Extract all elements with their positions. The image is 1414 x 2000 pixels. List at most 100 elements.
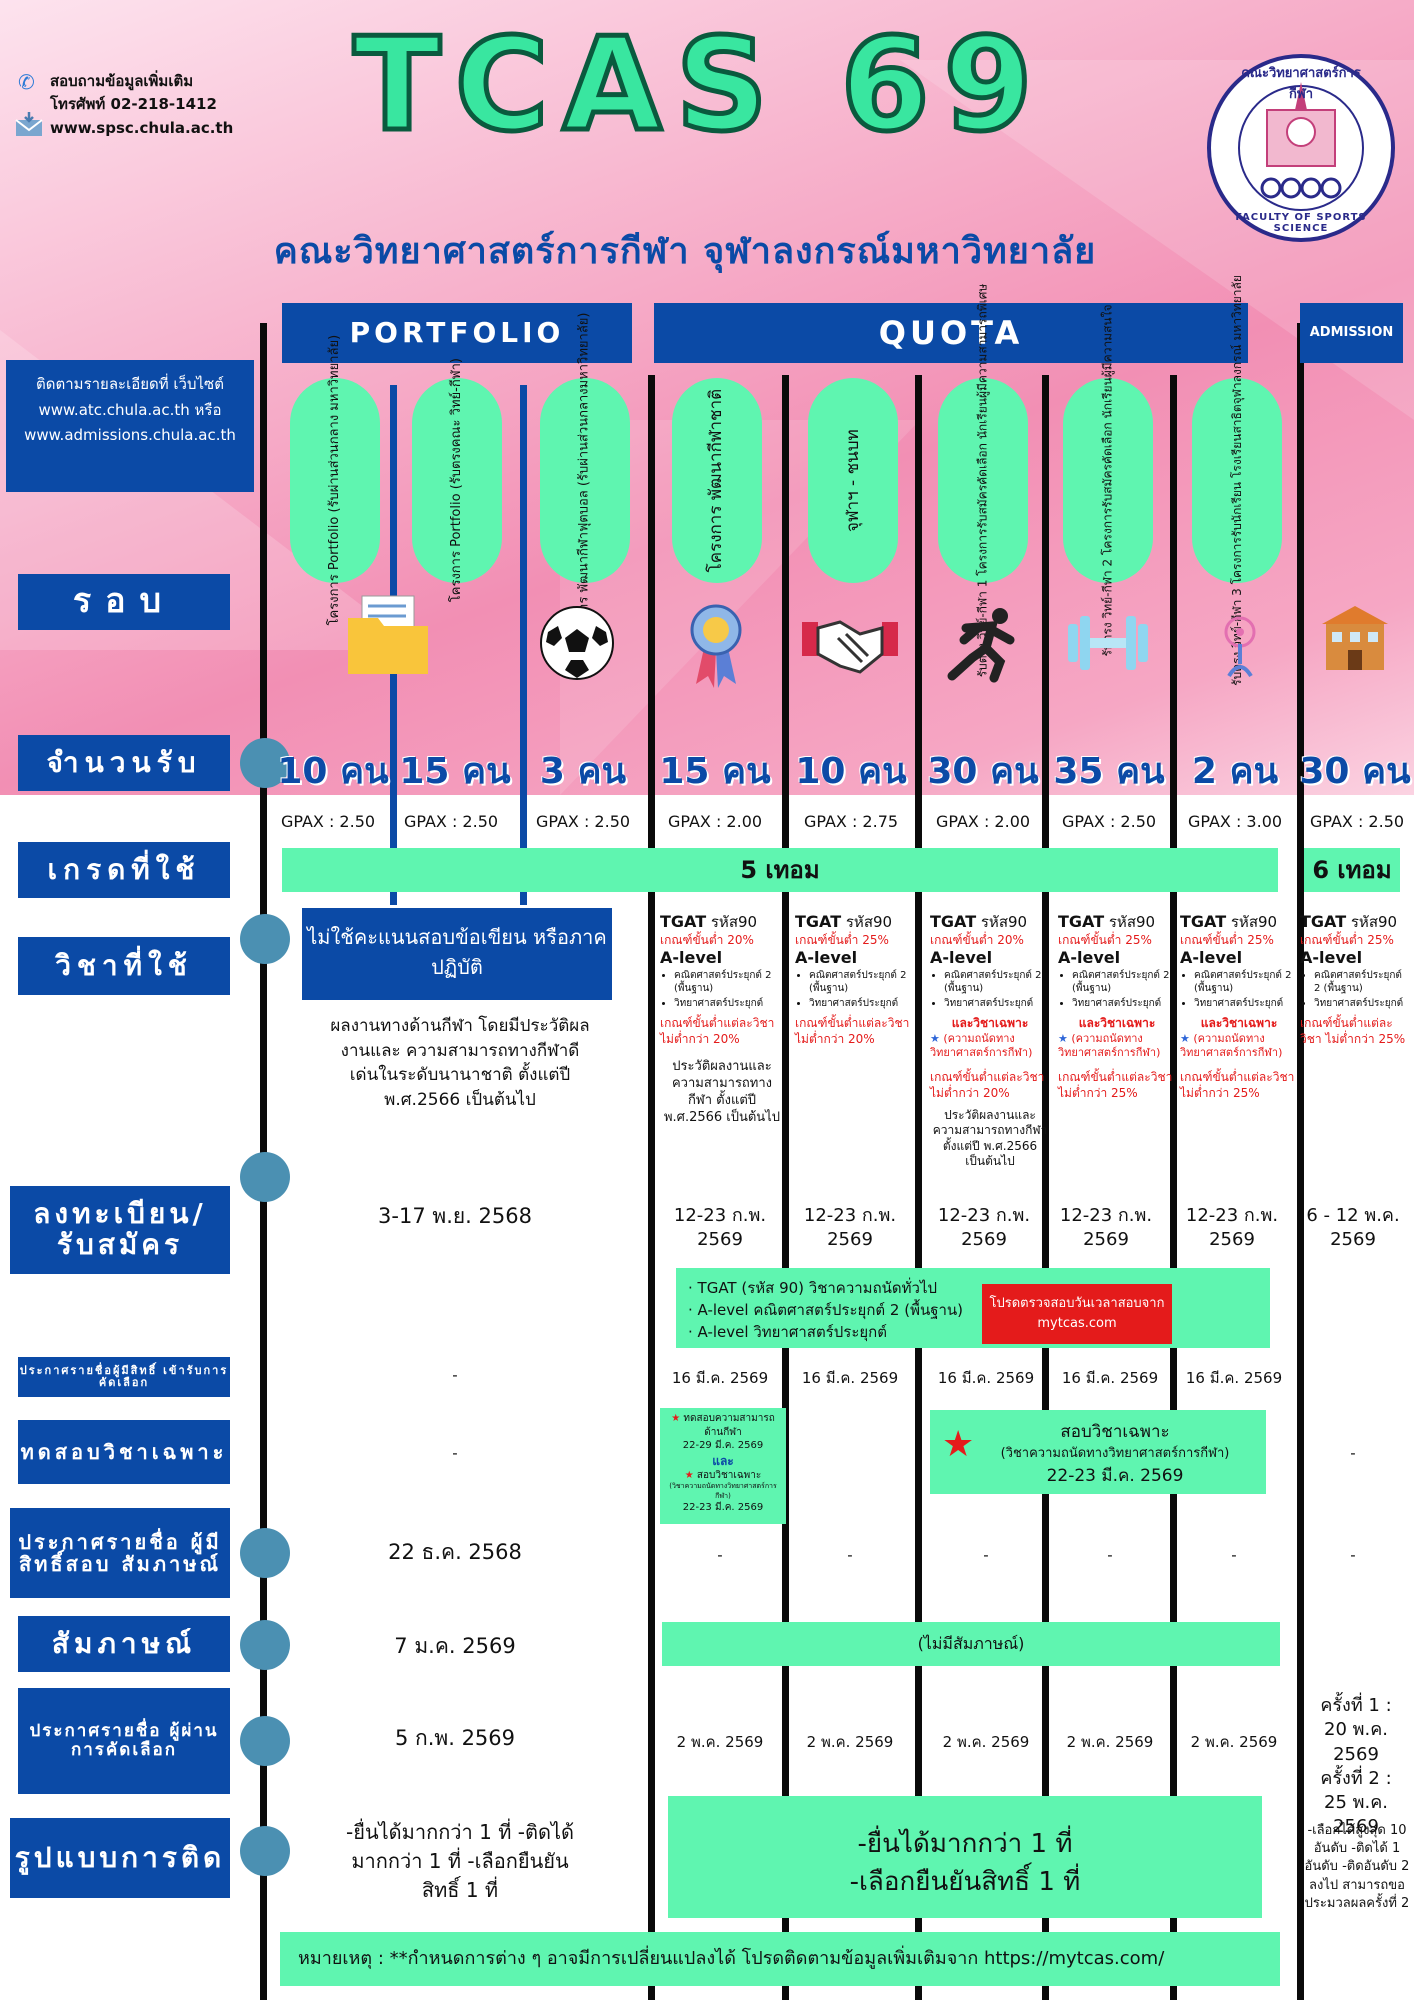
subjects-col-9: TGAT รหัส90 เกณฑ์ขั้นต่ำ 25% A-level คณิ… xyxy=(1300,912,1410,1047)
interview-date: 7 ม.ค. 2569 xyxy=(394,1634,516,1658)
gpax-value: GPAX : 2.50 xyxy=(535,812,631,831)
seat-count: 35 คน xyxy=(1053,751,1165,792)
format-quota-box: -ยื่นได้มากกว่า 1 ที่ -เลือกยืนยันสิทธิ์… xyxy=(668,1796,1262,1918)
star-icon: ★ xyxy=(1180,1031,1190,1045)
gpax-value: GPAX : 2.50 xyxy=(1061,812,1157,831)
register-date: 12-23 ก.พ. 2569 xyxy=(803,1205,897,1251)
subjects-col-4: TGAT รหัส90 เกณฑ์ขั้นต่ำ 20% A-level คณิ… xyxy=(660,912,784,1127)
exam-info-box: · TGAT (รหัส 90) วิชาความถนัดทั่วไป · A-… xyxy=(676,1268,1270,1348)
page-title: TCAS 69 xyxy=(351,11,1047,160)
check-mytcas-notice[interactable]: โปรดตรวจสอบวันเวลาสอบจาก mytcas.com xyxy=(982,1284,1172,1344)
announce-eligible-date: - xyxy=(452,1366,458,1384)
gymnast-icon xyxy=(1213,614,1267,680)
announce-pass-date: 5 ก.พ. 2569 xyxy=(394,1726,516,1750)
school-building-icon xyxy=(1318,602,1392,674)
grade-span-admission: 6 เทอม xyxy=(1304,848,1400,892)
column-divider xyxy=(1297,323,1304,2000)
announce-interview-date: - xyxy=(1107,1546,1113,1564)
page-subtitle: คณะวิทยาศาสตร์การกีฬา จุฬาลงกรณ์มหาวิทยา… xyxy=(273,231,1097,272)
portfolio-criteria: ผลงานทางด้านกีฬา โดยมีประวัติผลงานและ คว… xyxy=(330,1016,590,1110)
announce-interview-date: - xyxy=(1231,1546,1237,1564)
faculty-seal: คณะวิทยาศาสตร์การกีฬา FACULTY OF SPORTS … xyxy=(1205,52,1397,244)
row-label-announce-pass: ประกาศรายชื่อ ผู้ผ่านการคัดเลือก xyxy=(18,1688,230,1794)
register-date: 12-23 ก.พ. 2569 xyxy=(1185,1205,1279,1251)
timeline-dot xyxy=(240,1620,290,1670)
format-portfolio: -ยื่นได้มากกว่า 1 ที่ -ติดได้มากกว่า 1 ท… xyxy=(346,1820,574,1902)
announce-interview-date: - xyxy=(983,1546,989,1564)
row-label-subjects: วิชาที่ใช้ xyxy=(18,937,230,995)
program-pill[interactable]: รับตรง วิทย์-กีฬา 3 โครงการรับนักเรียน โ… xyxy=(1192,275,1282,686)
announce-pass-date: 2 พ.ค. 2569 xyxy=(1190,1733,1278,1751)
column-divider xyxy=(648,375,655,2000)
gpax-value: GPAX : 2.00 xyxy=(935,812,1031,831)
program-pill[interactable]: โครงการ พัฒนากีฬาฟุตบอล (รับผ่านส่วนกลาง… xyxy=(540,313,630,648)
subjects-col-8: TGAT รหัส90 เกณฑ์ขั้นต่ำ 25% A-level คณิ… xyxy=(1180,912,1298,1102)
row-label-seats: จำนวนรับ xyxy=(18,735,230,791)
gpax-value: GPAX : 2.50 xyxy=(280,812,376,831)
seat-count: 15 คน xyxy=(399,751,511,792)
row-label-grade: เกรดที่ใช้ xyxy=(18,842,230,898)
announce-pass-date: 2 พ.ค. 2569 xyxy=(676,1733,764,1751)
group-header-quota: QUOTA xyxy=(654,303,1248,363)
handshake-icon xyxy=(800,608,900,680)
row-label-round: รอบ xyxy=(18,574,230,630)
seat-count: 30 คน xyxy=(927,751,1039,792)
program-pill[interactable]: โครงการ Portfolio (รับผ่านส่วนกลาง มหาวิ… xyxy=(290,335,380,626)
no-exam-box: ไม่ใช้คะแนนสอบข้อเขียน หรือภาคปฏิบัติ xyxy=(302,908,612,1000)
seat-count: 15 คน xyxy=(659,751,771,792)
announce-interview-date: - xyxy=(847,1546,853,1564)
announce-interview-date: 22 ธ.ค. 2568 xyxy=(388,1540,522,1564)
row-label-register: ลงทะเบียน/ รับสมัคร xyxy=(10,1186,230,1274)
announce-pass-date: 2 พ.ค. 2569 xyxy=(1066,1733,1154,1751)
soccer-ball-icon xyxy=(538,604,616,682)
program-pill[interactable]: รับตรง วิทย์-กีฬา 1 โครงการรับสมัครคัดเล… xyxy=(938,284,1028,677)
star-icon: ★ xyxy=(942,1424,975,1465)
contact-block: สอบถามข้อมูลเพิ่มเติม โทรศัพท์ 02-218-14… xyxy=(50,70,233,140)
star-icon: ★ xyxy=(684,1469,694,1481)
register-date: 12-23 ก.พ. 2569 xyxy=(937,1205,1031,1251)
timeline-dot xyxy=(240,1152,290,1202)
row-label-special-test: ทดสอบวิชาเฉพาะ xyxy=(18,1420,230,1484)
seat-count: 30 คน xyxy=(1299,751,1411,792)
program-pill[interactable]: จุฬาฯ - ชนบท xyxy=(808,378,898,583)
timeline-dot xyxy=(240,1826,290,1876)
runner-icon xyxy=(938,606,1022,686)
special-test-date: - xyxy=(452,1444,458,1462)
announce-eligible-date: 16 มี.ค. 2569 xyxy=(801,1369,899,1387)
group-header-portfolio: PORTFOLIO xyxy=(282,303,632,363)
seat-count: 3 คน xyxy=(539,751,627,792)
column-divider xyxy=(1170,375,1177,2000)
gpax-value: GPAX : 2.75 xyxy=(803,812,899,831)
phone-icon: ✆ xyxy=(18,70,35,94)
gpax-value: GPAX : 2.50 xyxy=(1309,812,1405,831)
announce-pass-date: 2 พ.ค. 2569 xyxy=(806,1733,894,1751)
star-icon: ★ xyxy=(930,1031,940,1045)
row-label-announce-interview: ประกาศรายชื่อ ผู้มีสิทธิ์สอบ สัมภาษณ์ xyxy=(10,1508,230,1598)
announce-eligible-date: 16 มี.ค. 2569 xyxy=(1185,1369,1283,1387)
column-divider xyxy=(915,375,922,2000)
row-label-interview: สัมภาษณ์ xyxy=(18,1616,230,1672)
seal-text-top: คณะวิทยาศาสตร์การกีฬา xyxy=(1241,66,1361,102)
gpax-value: GPAX : 3.00 xyxy=(1187,812,1283,831)
footnote-bar: หมายเหตุ : **กำหนดการต่าง ๆ อาจมีการเปลี… xyxy=(280,1932,1280,1986)
column-divider xyxy=(520,385,527,905)
subjects-col-5: TGAT รหัส90 เกณฑ์ขั้นต่ำ 25% A-level คณิ… xyxy=(795,912,919,1047)
announce-eligible-date: 16 มี.ค. 2569 xyxy=(1061,1369,1159,1387)
subjects-col-6: TGAT รหัส90 เกณฑ์ขั้นต่ำ 20% A-level คณิ… xyxy=(930,912,1050,1170)
special-test-date: - xyxy=(1350,1444,1356,1462)
website-link[interactable]: www.spsc.chula.ac.th xyxy=(50,118,234,137)
program-pill[interactable]: โครงการ พัฒนากีฬาชาติ xyxy=(672,378,762,583)
program-pill[interactable]: รับตรง วิทย์-กีฬา 2 โครงการรับสมัครคัดเล… xyxy=(1063,304,1153,657)
row-label-announce-eligible: ประกาศรายชื่อผู้มีสิทธิ์ เข้ารับการคัดเล… xyxy=(18,1357,230,1397)
format-admission: -เลือกได้สูงสุด 10 อันดับ -ติดได้ 1 อันด… xyxy=(1304,1823,1410,1911)
announce-eligible-date: 16 มี.ค. 2569 xyxy=(671,1369,769,1387)
mail-icon xyxy=(14,112,44,138)
announce-pass-admission: ครั้งที่ 1 : 20 พ.ค. 2569 ครั้งที่ 2 : 2… xyxy=(1320,1695,1392,1838)
subjects-col-7: TGAT รหัส90 เกณฑ์ขั้นต่ำ 25% A-level คณิ… xyxy=(1058,912,1176,1102)
program-pill[interactable]: โครงการ Portfolio (รับตรงคณะ วิทย์-กีฬา) xyxy=(412,358,502,603)
phone-number: โทรศัพท์ 02-218-1412 xyxy=(50,95,217,114)
follow-info-box: ติดตามรายละเอียดที่ เว็บไซต์ www.atc.chu… xyxy=(6,360,254,492)
column-divider xyxy=(782,375,789,2000)
column-divider xyxy=(1042,375,1049,2000)
timeline-dot xyxy=(240,738,290,788)
